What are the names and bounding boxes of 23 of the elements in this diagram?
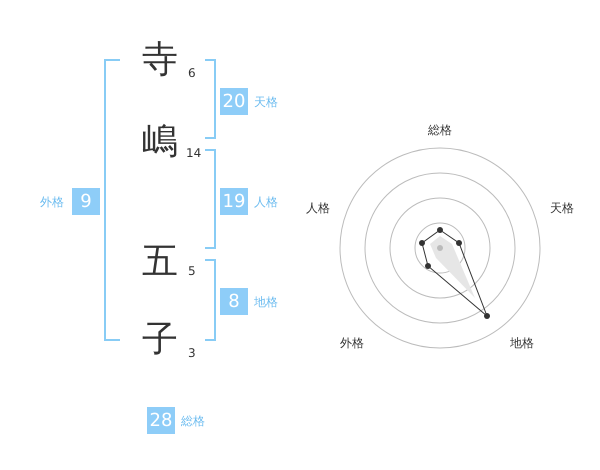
fortune-label: 天格	[254, 95, 278, 109]
axis-label: 総格	[428, 123, 452, 137]
number-badge: 8	[220, 288, 248, 315]
stroke-count: 14	[186, 146, 202, 160]
fortune-label: 人格	[254, 195, 278, 209]
stroke-count: 3	[188, 346, 196, 360]
number-badge: 28	[147, 407, 175, 434]
fortune-label: 外格	[40, 195, 64, 209]
axis-label: 外格	[340, 336, 364, 350]
axis-label: 地格	[510, 336, 534, 350]
name-character: 子	[140, 320, 180, 360]
name-character: 五	[140, 242, 180, 282]
axis-label: 人格	[306, 201, 330, 215]
number-badge: 19	[220, 188, 248, 215]
name-character: 嶋	[140, 122, 180, 162]
name-character: 寺	[140, 40, 180, 80]
number-badge: 9	[72, 188, 100, 215]
number-badge: 20	[220, 88, 248, 115]
fortune-label: 総格	[181, 414, 205, 428]
stroke-count: 6	[188, 66, 196, 80]
stroke-count: 5	[188, 264, 196, 278]
axis-label: 天格	[550, 201, 574, 215]
fortune-label: 地格	[254, 295, 278, 309]
